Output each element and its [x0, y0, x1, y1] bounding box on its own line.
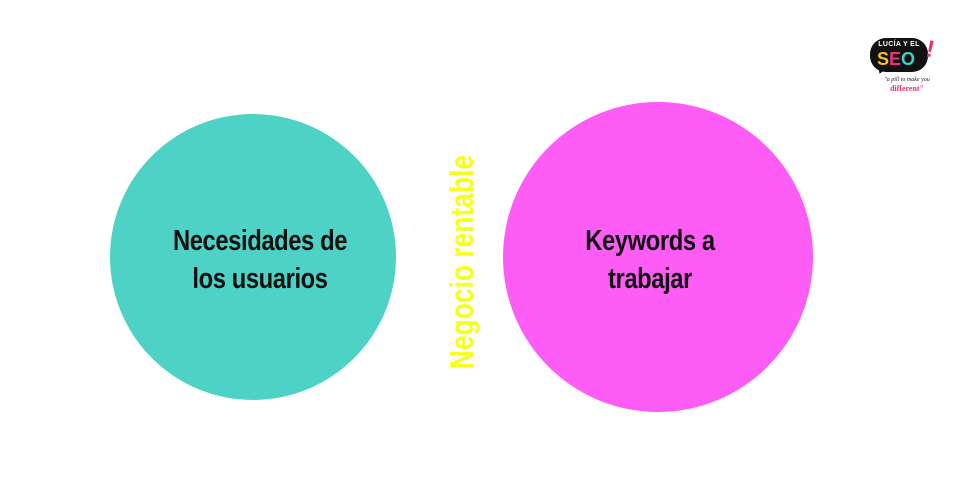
keywords-label-line-1: Keywords a: [585, 225, 715, 257]
logo-seo-s: S: [877, 49, 890, 69]
brand-logo: LUCÍA Y EL SEO ! "a pill to make you dif…: [868, 34, 942, 98]
user-needs-label: Necesidades de los usuarios: [153, 222, 366, 298]
logo-seo-text: SEO: [877, 49, 915, 69]
user-needs-label-line-1: Necesidades de: [172, 225, 348, 257]
logo-seo-o: O: [901, 49, 916, 69]
logo-seo-e: E: [889, 49, 902, 69]
profitable-business-label: Negocio rentable: [443, 154, 480, 370]
logo-tagline: "a pill to make you: [884, 77, 930, 83]
logo-exclamation: !: [923, 35, 937, 64]
logo-top-text: LUCÍA Y EL: [878, 41, 920, 48]
user-needs-label-line-2: los usuarios: [192, 263, 328, 295]
keywords-label-line-2: trabajar: [608, 263, 692, 295]
keywords-label: Keywords a trabajar: [552, 222, 749, 298]
circle-user-needs: [110, 114, 396, 400]
logo-tagline-emphasis: different": [889, 84, 925, 93]
logo-speech-bubble: [870, 38, 928, 72]
circle-keywords: [503, 102, 813, 412]
